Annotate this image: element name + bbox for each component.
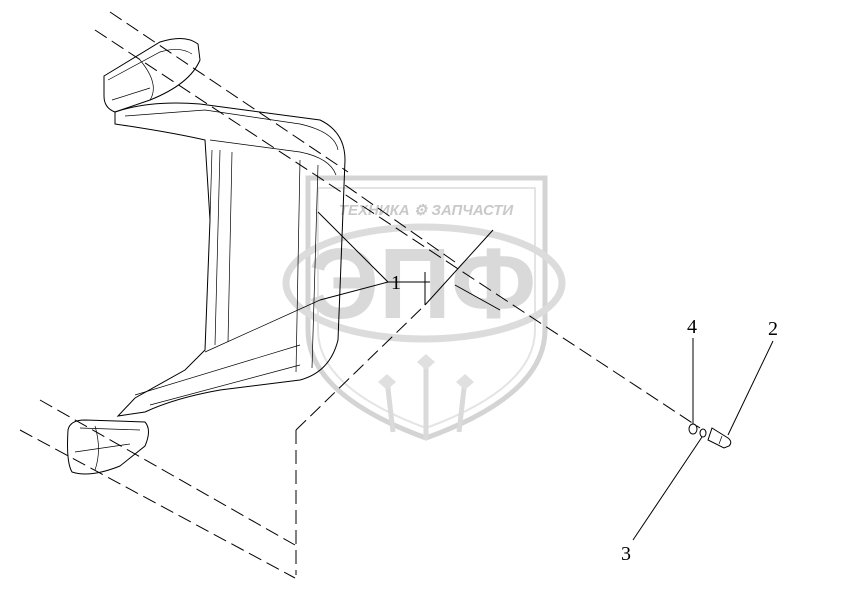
callout-2: 2 <box>768 318 778 340</box>
leader-lines <box>317 211 774 541</box>
watermark-big-text: ЭПФ <box>308 228 536 340</box>
washer-part <box>688 423 698 435</box>
upper-mirror-head <box>103 38 201 113</box>
callout-4: 4 <box>687 316 697 338</box>
callout-3: 3 <box>621 543 631 565</box>
callout-1: 1 <box>391 272 401 294</box>
watermark: ТЕХНИКА ⚙ ЗАПЧАСТИ ЭПФ <box>282 175 566 441</box>
bolt-part <box>707 427 732 449</box>
mirror-arm-body <box>114 102 346 417</box>
watermark-ellipse <box>282 223 566 343</box>
lower-mirror-head <box>67 419 149 475</box>
center-lines <box>19 11 701 579</box>
fastener-parts <box>688 423 732 449</box>
watermark-top-text: ТЕХНИКА ⚙ ЗАПЧАСТИ <box>339 202 515 219</box>
spring-washer-part <box>699 428 707 438</box>
callout-labels: 1 2 3 4 <box>391 272 778 565</box>
